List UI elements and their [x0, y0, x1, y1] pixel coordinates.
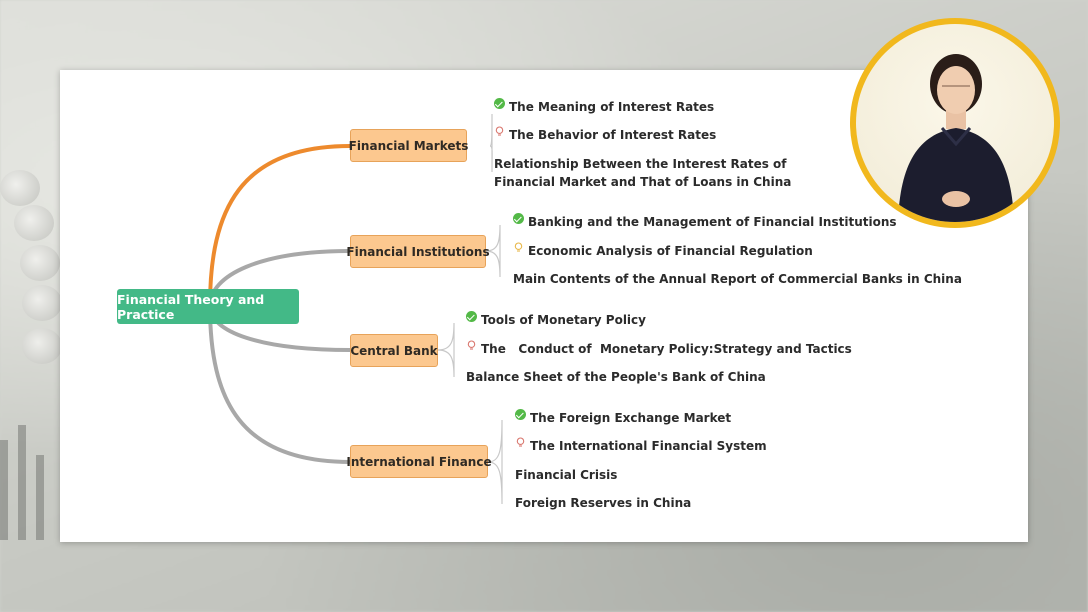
connector-financial-markets — [208, 144, 351, 307]
leaf-foreign-exchange-market[interactable]: The Foreign Exchange Market — [530, 411, 732, 425]
leaf-annual-report-commercial-banks[interactable]: Main Contents of the Annual Report of Co… — [513, 272, 962, 286]
leaf-international-financial-system[interactable]: The International Financial System — [530, 439, 767, 453]
leaf-relationship-interest-rates-line2[interactable]: Financial Market and That of Loans in Ch… — [494, 175, 792, 189]
branch-financial-institutions[interactable]: Financial Institutions — [346, 235, 490, 268]
bulb-icon — [513, 242, 524, 253]
leaf-relationship-interest-rates[interactable]: Relationship Between the Interest Rates … — [494, 157, 787, 171]
branch-financial-markets[interactable]: Financial Markets — [349, 129, 468, 162]
bulb-icon — [515, 437, 526, 448]
bracket-international-finance — [487, 419, 503, 505]
calculator-key — [20, 245, 60, 281]
branch-international-finance[interactable]: International Finance — [346, 445, 492, 478]
leaf-financial-crisis[interactable]: Financial Crisis — [515, 468, 618, 482]
chart-bar — [0, 440, 8, 540]
check-icon — [515, 409, 526, 420]
mindmap-connectors — [208, 113, 503, 505]
calculator-key — [22, 328, 62, 364]
leaf-meaning-of-interest-rates[interactable]: The Meaning of Interest Rates — [509, 100, 715, 114]
chart-bar — [36, 455, 44, 540]
connector-international-finance — [208, 305, 351, 464]
presenter-video — [856, 24, 1054, 222]
root-node[interactable]: Financial Theory and Practice — [117, 289, 299, 324]
check-icon — [513, 213, 524, 224]
leaf-behavior-of-interest-rates[interactable]: The Behavior of Interest Rates — [509, 128, 717, 142]
bracket-financial-markets — [489, 113, 493, 173]
presenter-figure — [898, 54, 1014, 222]
chart-bar — [18, 425, 26, 540]
presenter-video-frame — [850, 18, 1060, 228]
calculator-key — [14, 205, 54, 241]
check-icon — [466, 311, 477, 322]
bulb-icon — [494, 126, 505, 137]
calculator-key — [22, 285, 62, 321]
leaf-conduct-monetary-policy[interactable]: The Conduct of Monetary Policy:Strategy … — [481, 342, 852, 356]
leaf-economic-analysis-regulation[interactable]: Economic Analysis of Financial Regulatio… — [528, 244, 813, 258]
bulb-icon — [466, 340, 477, 351]
bracket-central-bank — [437, 322, 455, 378]
leaf-balance-sheet-pboc[interactable]: Balance Sheet of the People's Bank of Ch… — [466, 370, 766, 384]
check-icon — [494, 98, 505, 109]
leaf-foreign-reserves-china[interactable]: Foreign Reserves in China — [515, 496, 692, 510]
calculator-key — [0, 170, 40, 206]
branch-central-bank[interactable]: Central Bank — [350, 334, 438, 367]
bracket-financial-institutions — [485, 224, 501, 278]
leaf-banking-management[interactable]: Banking and the Management of Financial … — [528, 215, 897, 229]
leaf-tools-monetary-policy[interactable]: Tools of Monetary Policy — [481, 313, 646, 327]
